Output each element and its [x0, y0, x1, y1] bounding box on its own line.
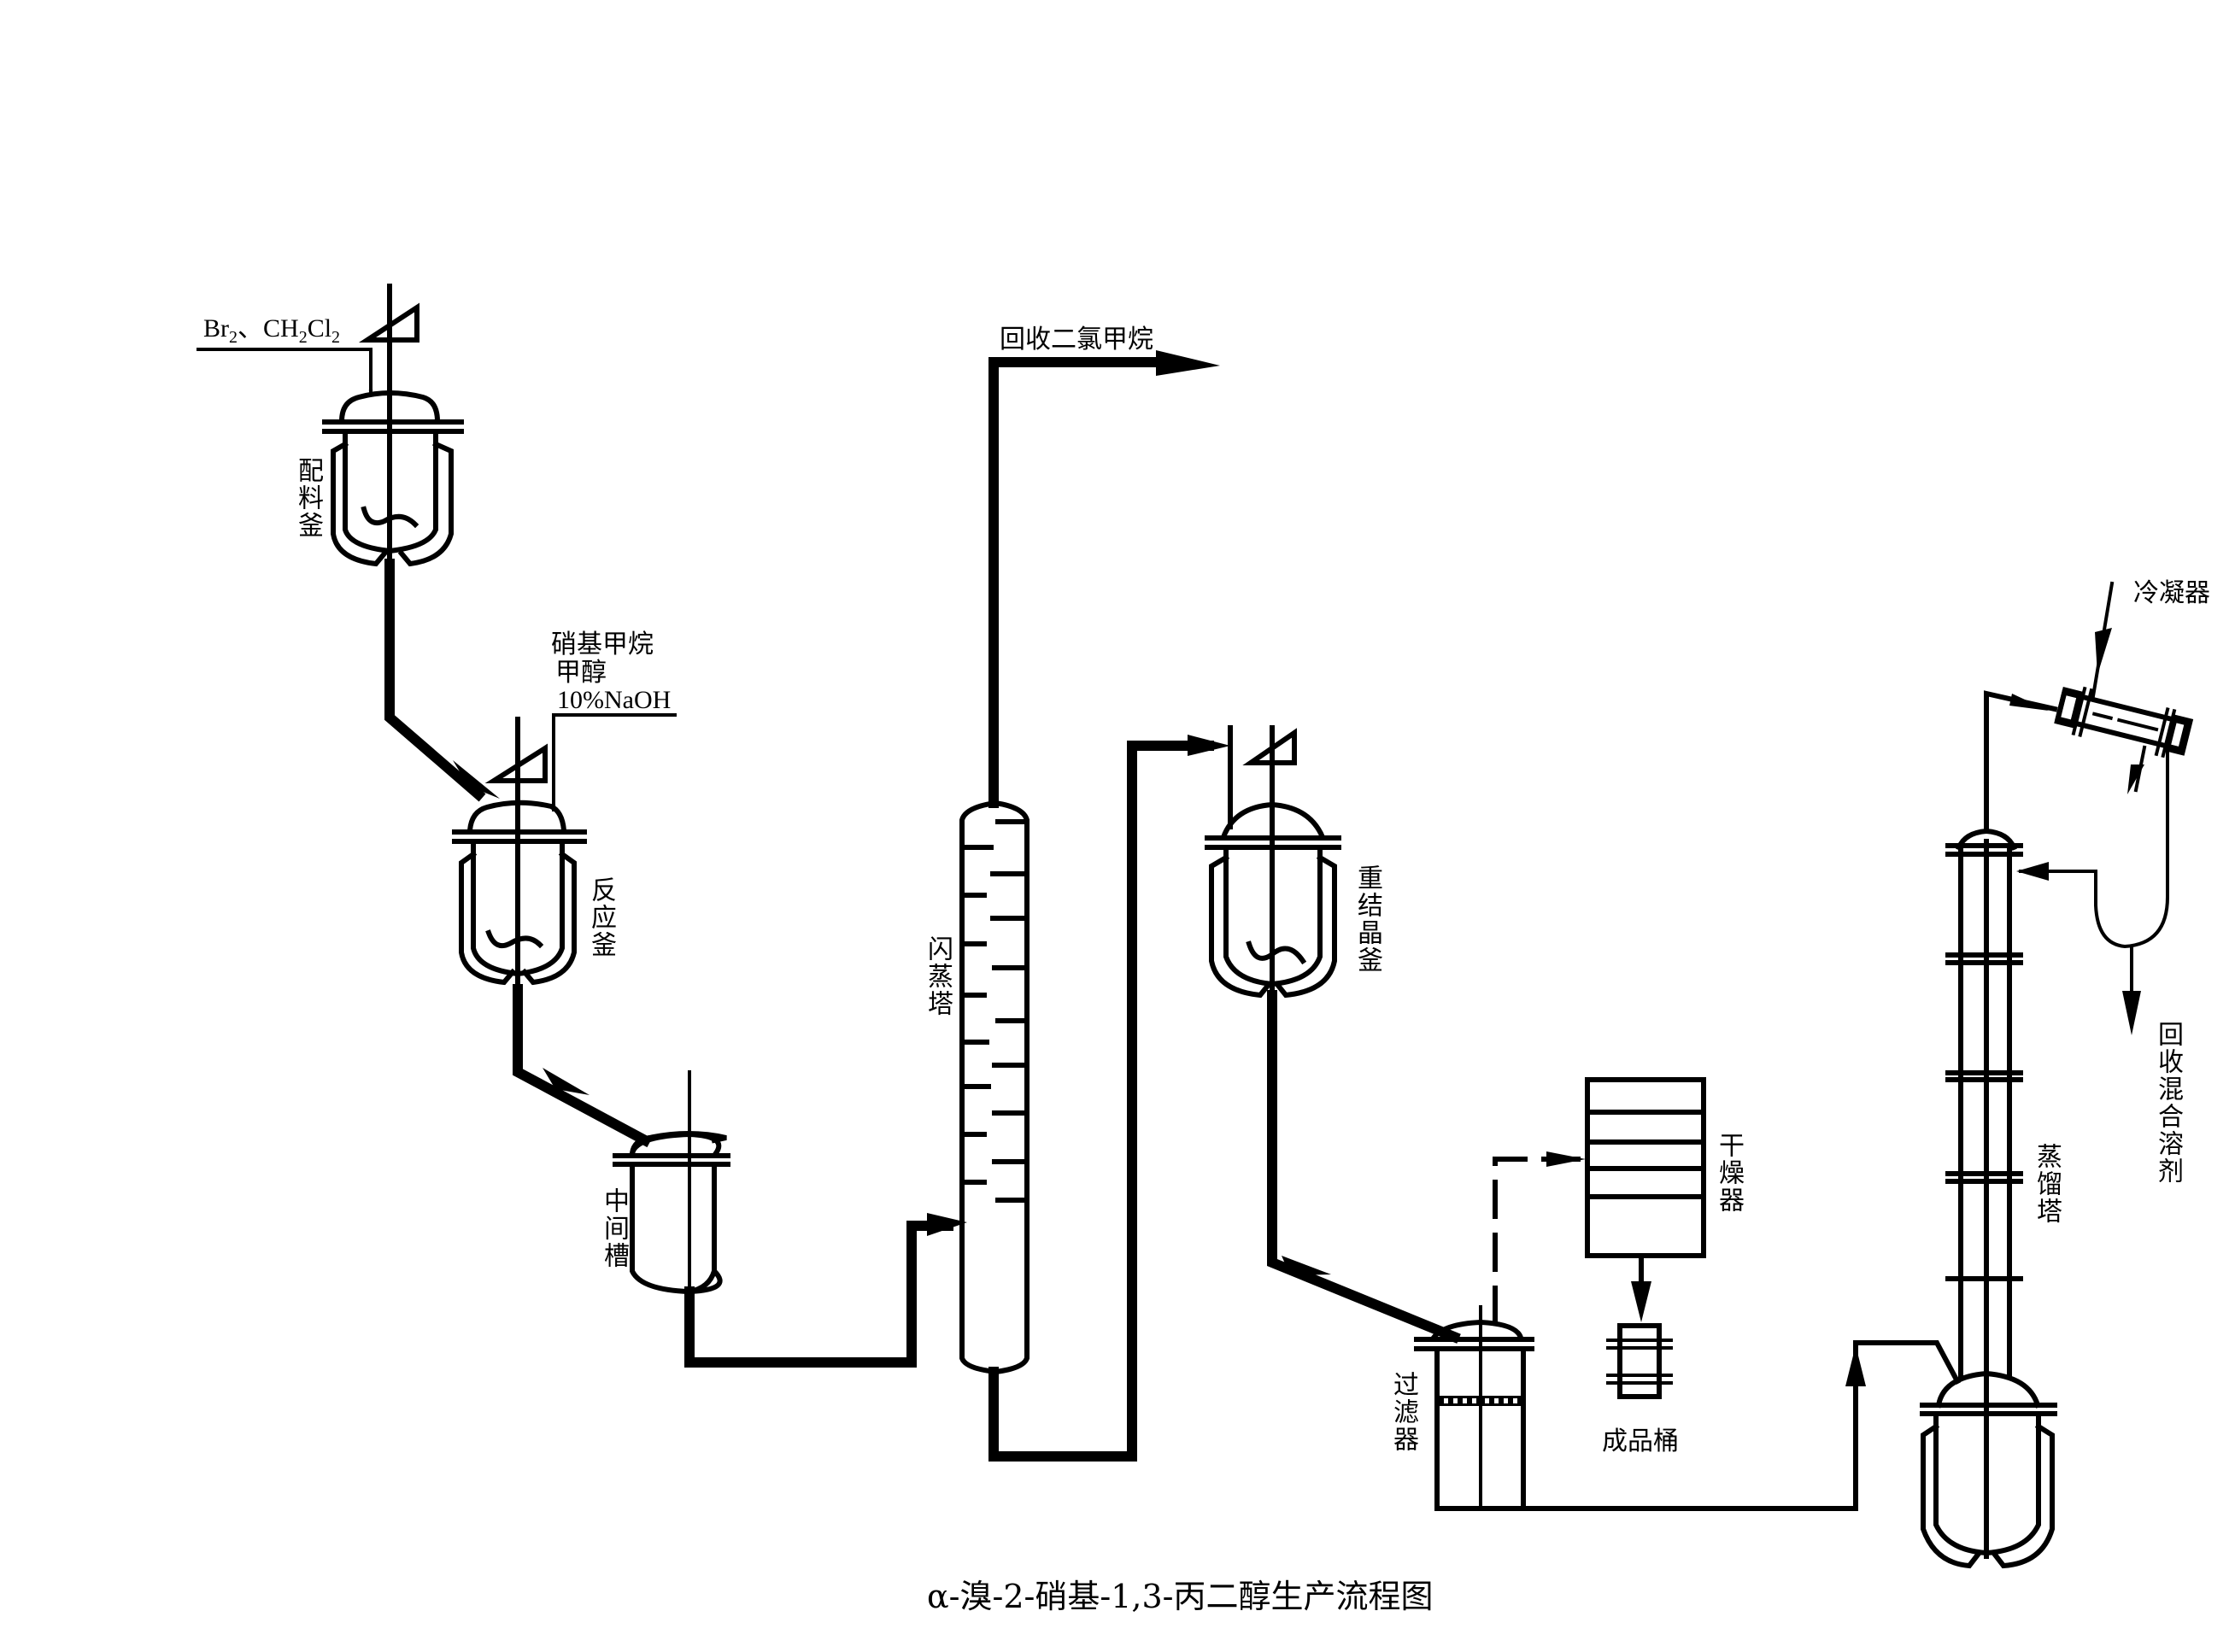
label-subscript: 2 — [331, 328, 341, 347]
agitator-icon — [361, 506, 419, 529]
feed-line-bromine — [197, 348, 373, 396]
kettle-jacket — [1209, 853, 1337, 999]
arrow-icon — [543, 1068, 590, 1095]
arrow-icon — [1631, 1281, 1651, 1322]
figure-caption: α-溴-2-硝基-1,3-丙二醇生产流程图 — [927, 1578, 1434, 1615]
pipe-batching-to-reaction — [384, 559, 486, 802]
reaction-kettle — [452, 717, 587, 992]
agitator-icon — [485, 929, 544, 949]
tube-sheet — [2071, 686, 2087, 736]
arrow-icon — [1282, 1256, 1331, 1275]
intermediate-tank — [613, 1070, 730, 1295]
tube-dash — [2116, 718, 2159, 732]
agitator-icon — [1246, 940, 1307, 965]
kettle-jacket — [331, 440, 454, 567]
condenser-head-left — [2054, 687, 2084, 729]
tube-sheet — [2078, 688, 2094, 737]
recrystallization-kettle — [1205, 725, 1341, 999]
pipe-vapor-to-condenser — [1984, 690, 2058, 834]
label-condenser: 冷凝器 — [2133, 578, 2210, 608]
dryer — [1585, 1077, 1706, 1258]
arrow-icon — [1188, 735, 1230, 756]
kettle-body — [471, 839, 565, 977]
motor-triangle-icon — [358, 302, 419, 343]
label-intermediate-tank: 中间槽 — [599, 1187, 629, 1269]
tower-flanges — [1945, 843, 2023, 1281]
condenser-head-right — [2164, 714, 2194, 756]
flash-tower — [959, 800, 1030, 1375]
label-flash-tower: 闪蒸塔 — [923, 935, 953, 1017]
arrow-icon — [1156, 350, 1220, 376]
condenser — [2054, 686, 2194, 759]
kettle-body — [1223, 845, 1323, 987]
label-recrystallization-kettle: 重结晶釜 — [1352, 864, 1382, 974]
tower-trays — [959, 819, 1030, 1203]
label-subscript: 2 — [298, 328, 308, 347]
kettle-jacket — [459, 850, 577, 986]
pipe-intermediate-to-flash — [684, 1221, 953, 1368]
kettle-dome — [466, 800, 567, 834]
arrow-icon — [2095, 628, 2112, 675]
feed-label-bromine: Br2、CH2Cl2 — [203, 314, 341, 347]
label-reaction-kettle: 反应釜 — [586, 876, 616, 958]
arrow-icon — [1546, 1151, 1586, 1167]
label-recovered-dichloromethane: 回收二氯甲烷 — [1000, 325, 1153, 354]
pipe-condensate-separator — [2019, 750, 2169, 949]
pipe-flash-to-recrystallization — [988, 741, 1214, 1462]
arrow-icon — [2122, 991, 2141, 1035]
label-subscript: 2 — [229, 328, 238, 347]
feed-label-naoh: 10%NaOH — [557, 686, 672, 714]
batching-kettle — [322, 284, 464, 567]
motor-triangle-icon — [1242, 728, 1297, 765]
label-part: Br — [203, 314, 229, 343]
still-jacket — [1921, 1422, 2055, 1569]
drum-body — [1617, 1323, 1662, 1399]
still-body — [1933, 1411, 2041, 1556]
arrow-icon — [453, 760, 500, 799]
arrow-icon — [2127, 764, 2144, 794]
kettle-dome — [338, 390, 441, 425]
label-recovered-mixed-solvent: 回收混合溶剂 — [2153, 1021, 2183, 1185]
label-filter: 过滤器 — [1388, 1371, 1418, 1453]
arrow-icon — [1845, 1345, 1866, 1386]
filter-screen — [1437, 1396, 1523, 1406]
label-part: 、CH — [238, 314, 299, 343]
label-product-drum: 成品桶 — [1602, 1426, 1679, 1456]
label-dryer: 干燥器 — [1714, 1132, 1744, 1214]
kettle-body — [343, 429, 438, 554]
label-batching-kettle: 配料釜 — [293, 457, 323, 539]
tank-body-right — [686, 1162, 717, 1295]
still-dome — [1935, 1370, 2041, 1409]
arrow-icon — [2009, 694, 2049, 711]
kettle-dome — [1220, 801, 1326, 841]
motor-triangle-icon — [484, 743, 548, 783]
feed-line-nitromethane — [551, 713, 677, 811]
tank-dome — [629, 1131, 722, 1157]
pipe-recrystallization-to-filter — [1267, 990, 1461, 1344]
tube-sheet — [2161, 708, 2177, 759]
arrow-icon — [2016, 862, 2049, 881]
arrow-icon — [927, 1213, 967, 1236]
tower-shell — [959, 800, 1030, 1375]
label-distillation-tower: 蒸馏塔 — [2032, 1143, 2062, 1225]
filter-dome — [1429, 1319, 1524, 1342]
pipe-reaction-to-intermediate — [513, 984, 653, 1148]
distillation-tower — [1920, 828, 2057, 1569]
pipe-filter-to-distillation — [1521, 1340, 1962, 1511]
tank-body-left — [630, 1162, 723, 1295]
feed-label-nitromethane: 硝基甲烷 — [551, 630, 654, 659]
filter — [1414, 1305, 1534, 1511]
label-part: Cl — [307, 314, 332, 343]
product-drum — [1606, 1323, 1673, 1399]
filter-body — [1434, 1346, 1526, 1511]
pipe-flash-overhead — [988, 357, 1184, 808]
filter-screen-holes — [1444, 1398, 1517, 1403]
feed-label-methanol: 甲醇 — [555, 658, 607, 688]
tube-dash — [2091, 712, 2114, 721]
tube-sheet — [2154, 706, 2170, 757]
pipe-filter-to-dryer — [1493, 1157, 1583, 1325]
